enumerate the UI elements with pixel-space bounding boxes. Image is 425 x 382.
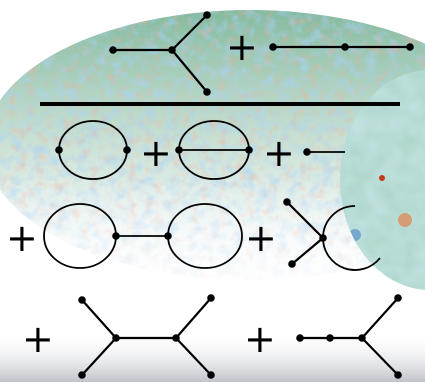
- diagram-bubble-with-chord: [175, 120, 253, 180]
- vertex-dot: [269, 43, 277, 51]
- diagram-three-leg-vertex: [109, 11, 211, 96]
- vertex-dot: [112, 232, 120, 240]
- vertex-dot: [319, 234, 327, 242]
- row-tree-level: [109, 11, 414, 96]
- vertex-dot: [326, 334, 334, 342]
- vertex-dot: [358, 334, 366, 342]
- diagram-vertex-with-loop: [283, 198, 381, 271]
- diagram-h-shape: [78, 294, 215, 379]
- vertex-dot: [175, 146, 183, 154]
- vertex-dot: [123, 146, 131, 154]
- vertex-dot: [78, 296, 86, 304]
- vertex-dot: [112, 334, 120, 342]
- vertex-dot: [78, 371, 86, 379]
- plus-sign: +: [244, 317, 276, 361]
- row-dumbbell: [43, 198, 381, 271]
- vertex-dot: [109, 46, 117, 54]
- vertex-dot: [207, 371, 215, 379]
- plus-sign: +: [245, 216, 277, 260]
- diagram-chain-with-fork: [296, 294, 402, 379]
- vertex-dot: [172, 334, 180, 342]
- vertex-dot: [394, 371, 402, 379]
- vertex-dot: [288, 260, 296, 268]
- diagram-bubble: [55, 120, 131, 180]
- plus-sign: +: [226, 25, 258, 69]
- vertex-dot: [55, 146, 63, 154]
- plus-sign: +: [22, 317, 54, 361]
- diagram-dumbbell: [43, 203, 243, 269]
- plus-sign: +: [263, 131, 295, 175]
- vertex-dot: [245, 146, 253, 154]
- plus-sign: +: [6, 216, 38, 260]
- vertex-dot: [207, 294, 215, 302]
- vertex-dot: [203, 11, 211, 19]
- vertex-dot: [406, 43, 414, 51]
- vertex-dot: [283, 198, 291, 206]
- vertex-dot: [341, 43, 349, 51]
- vertex-dot: [203, 88, 211, 96]
- diagram-two-segment-line: [269, 43, 414, 51]
- row-h-diagrams: [78, 294, 402, 379]
- plus-sign: +: [140, 131, 172, 175]
- vertex-dot: [303, 148, 311, 156]
- vertex-dot: [164, 232, 172, 240]
- vertex-dot: [296, 334, 304, 342]
- row-loop-bubbles: [55, 120, 345, 180]
- vertex-dot: [394, 294, 402, 302]
- diagram-partial-line: [303, 148, 345, 156]
- vertex-dot: [168, 46, 176, 54]
